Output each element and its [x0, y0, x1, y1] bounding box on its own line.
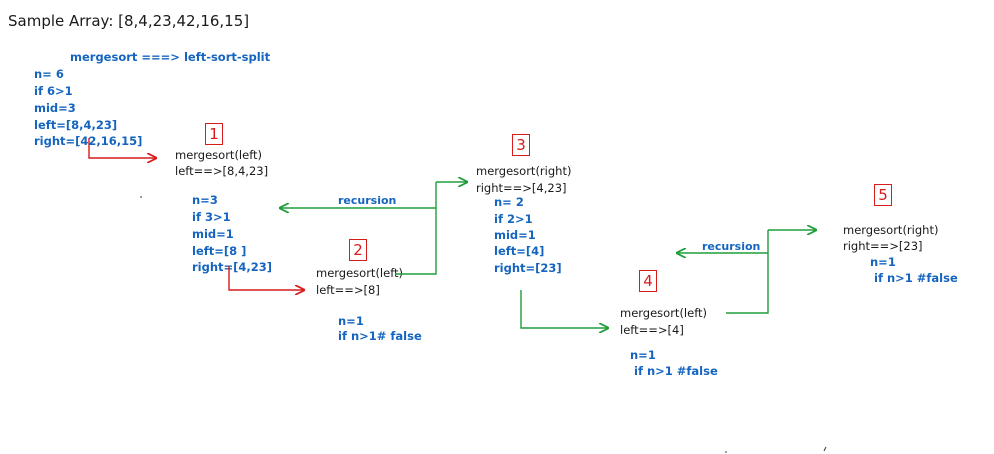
node4-call: mergesort(left) — [620, 306, 708, 320]
node4-arg: left==>[4] — [620, 323, 684, 337]
recursion-label-1: recursion — [338, 194, 397, 207]
step-number-2: 2 — [349, 239, 367, 261]
node1-line-if: if 3>1 — [192, 210, 231, 224]
node2-call: mergesort(left) — [316, 266, 404, 280]
arrow-node3-to-node4 — [520, 290, 608, 328]
node3-line-mid: mid=1 — [494, 228, 536, 242]
node5-line-n: n=1 — [870, 255, 896, 269]
node3-line-if: if 2>1 — [494, 212, 533, 226]
node2-line-if: if n>1# false — [338, 329, 422, 343]
root-line-mid: mid=3 — [34, 101, 76, 115]
node1-line-right: right=[4,23] — [192, 260, 273, 274]
node1-line-mid: mid=1 — [192, 227, 234, 241]
diagram-title: Sample Array: [8,4,23,42,16,15] — [8, 12, 250, 30]
root-line-right: right=[42,16,15] — [34, 134, 143, 148]
node3-arg: right==>[4,23] — [476, 181, 567, 195]
node5-call: mergesort(right) — [843, 223, 939, 237]
root-line-n: n= 6 — [34, 67, 64, 81]
arrow-root-to-node1 — [88, 138, 156, 158]
recursion-label-2: recursion — [702, 240, 761, 253]
root-line-if: if 6>1 — [34, 84, 73, 98]
node5-arg: right==>[23] — [843, 239, 923, 253]
node4-line-n: n=1 — [630, 348, 656, 362]
node1-line-left: left=[8 ] — [192, 244, 247, 258]
root-line-left: left=[8,4,23] — [34, 118, 118, 132]
node3-line-left: left=[4] — [494, 244, 545, 258]
node1-call: mergesort(left) — [175, 148, 263, 162]
step-number-3: 3 — [512, 134, 530, 156]
node5-line-if: if n>1 #false — [874, 271, 958, 285]
node3-call: mergesort(right) — [476, 164, 572, 178]
node1-line-n: n=3 — [192, 193, 218, 207]
diagram-header: mergesort ===> left-sort-split — [70, 50, 271, 64]
node2-line-n: n=1 — [338, 314, 364, 328]
node1-arg: left==>[8,4,23] — [175, 164, 269, 178]
node3-line-n: n= 2 — [494, 195, 524, 209]
node3-line-right: right=[23] — [494, 261, 562, 275]
step-number-4: 4 — [639, 270, 657, 292]
connector-node2-up — [395, 182, 437, 275]
node4-line-if: if n>1 #false — [634, 364, 718, 378]
connector-node4-up — [726, 230, 769, 314]
step-number-5: 5 — [874, 184, 892, 206]
node2-arg: left==>[8] — [316, 283, 380, 297]
arrow-node1-to-node2 — [228, 266, 304, 290]
step-number-1: 1 — [205, 123, 223, 145]
